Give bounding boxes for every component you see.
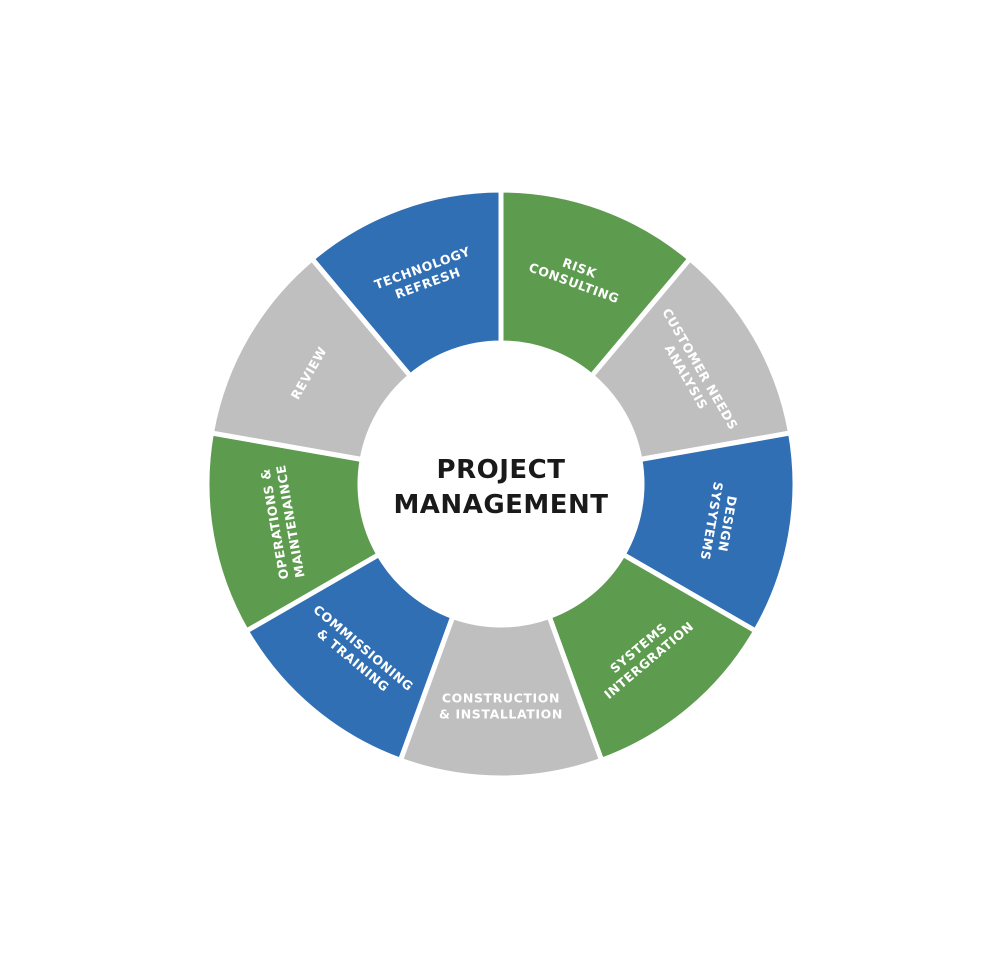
center-title-line-2: MANAGEMENT: [393, 490, 608, 520]
segment-label: & INSTALLATION: [439, 707, 563, 722]
center-circle: [360, 343, 642, 625]
center-title-line-1: PROJECT: [437, 455, 566, 485]
segment-label: CONSTRUCTION: [442, 691, 560, 706]
